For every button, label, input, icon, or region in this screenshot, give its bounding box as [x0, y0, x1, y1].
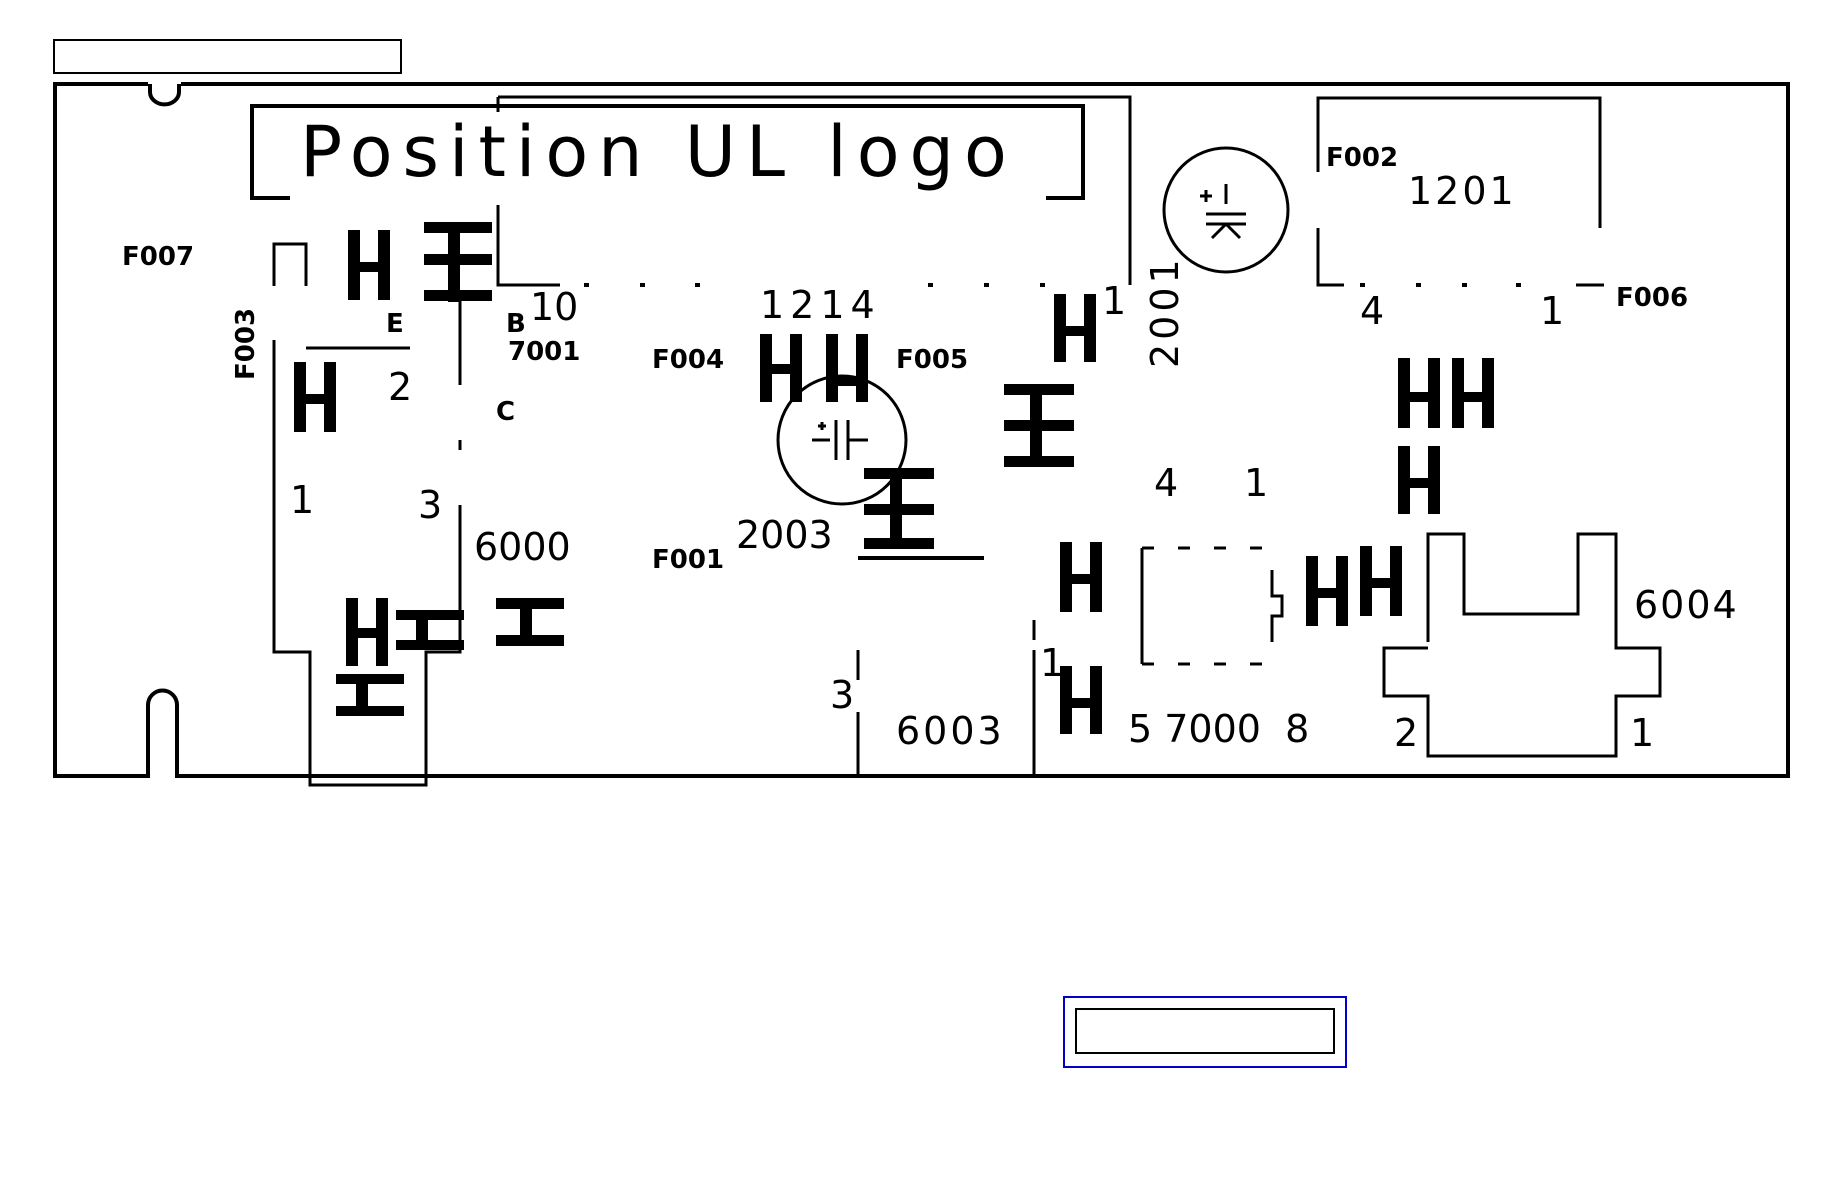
capacitor-2003-outline	[776, 374, 908, 506]
component-2001: 2001	[1143, 255, 1187, 368]
pin-2-6004: 2	[1394, 711, 1418, 755]
fiducial-f005: F005	[896, 345, 968, 375]
capacitor-2003-symbol	[812, 420, 868, 460]
pin-1-mid: 1	[1244, 461, 1268, 505]
bottom-frame-inner	[1075, 1008, 1335, 1054]
capacitor-1201-outline	[1162, 146, 1290, 274]
pin-1-2001: 1	[1102, 279, 1126, 323]
component-6004: 6004	[1634, 583, 1739, 627]
pin-b: B	[506, 309, 526, 339]
fiducial-f004: F004	[652, 345, 724, 375]
pin-e: E	[386, 309, 404, 339]
component-7000: 5 7000 8	[1128, 707, 1309, 751]
board-outline	[53, 82, 1790, 778]
component-2003: 2003	[736, 513, 833, 557]
component-1214: 1214	[760, 283, 881, 327]
pin-1-7000: 1	[1040, 641, 1064, 685]
smd-pads	[294, 222, 1494, 734]
fiducial-f006: F006	[1616, 283, 1688, 313]
outline-6003	[856, 620, 1036, 776]
fiducial-f007: F007	[122, 242, 194, 272]
component-6003: 6003	[896, 709, 1005, 753]
pin-2-left: 2	[388, 365, 412, 409]
pin-3-left: 3	[418, 483, 442, 527]
outline-7000	[1142, 546, 1270, 666]
pin-1-top: 1	[1540, 289, 1564, 333]
bottom-frame-outer	[1063, 996, 1347, 1068]
logo-frame	[250, 104, 1085, 200]
outline-7000-sides	[1140, 548, 1284, 664]
pin-4-mid: 4	[1154, 461, 1178, 505]
title-box	[53, 39, 402, 74]
pin-c: C	[496, 397, 515, 427]
outline-1201	[1316, 96, 1604, 287]
f007-outline	[272, 242, 308, 286]
fiducial-f002: F002	[1326, 143, 1398, 173]
fiducial-f003: F003	[231, 308, 261, 380]
dotted-row-top	[584, 283, 1521, 287]
pin-1-left: 1	[290, 478, 314, 522]
logo-text: Position UL logo	[300, 111, 1017, 193]
component-7001: 7001	[508, 337, 580, 367]
outline-6004	[1382, 532, 1662, 758]
board-notch-top	[148, 84, 181, 107]
capacitor-1201-symbol	[1200, 184, 1246, 240]
pin-10: 10	[530, 285, 578, 329]
outline-7001	[272, 205, 560, 787]
pin-4-top: 4	[1360, 289, 1384, 333]
component-6000: 6000	[474, 525, 571, 569]
logo-inner-lines	[496, 95, 1132, 285]
pin-3-6003: 3	[830, 673, 854, 717]
pin-1-6004: 1	[1630, 711, 1654, 755]
component-1201: 1201	[1408, 169, 1517, 213]
fiducial-f001: F001	[652, 545, 724, 575]
